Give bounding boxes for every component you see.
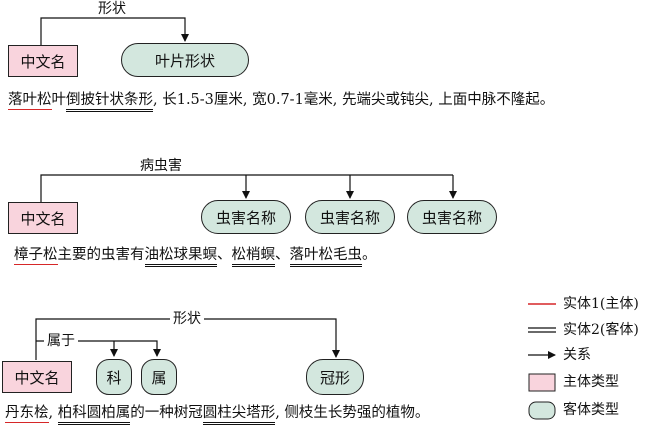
sentence-text: 、 — [275, 247, 290, 263]
entity2-pest-2: 松梢螟 — [231, 247, 275, 267]
legend-subject-swatch — [528, 373, 556, 392]
object-type-box-genus: 属 — [141, 359, 177, 395]
entity1-juniper: 丹东桧 — [5, 405, 49, 423]
entity2-genus: 圆柏属 — [86, 405, 131, 425]
object-type-box-pest-1: 虫害名称 — [201, 200, 291, 234]
legend-object-type-label: 客体类型 — [563, 402, 619, 418]
relation-label-shape-1: 形状 — [96, 1, 128, 17]
sentence-1: 落叶松叶倒披针状条形, 长1.5-3厘米, 宽0.7-1毫米, 先端尖或钝尖, … — [8, 91, 555, 112]
object-type-box-family: 科 — [96, 359, 132, 395]
entity2-pest-3: 落叶松毛虫 — [289, 247, 362, 267]
object-type-box-leaf-shape: 叶片形状 — [121, 43, 249, 77]
object-type-box-pest-2: 虫害名称 — [305, 200, 395, 234]
sentence-text: , 长1.5-3厘米, 宽0.7-1毫米, 先端尖或钝尖, 上面中脉不隆起。 — [153, 92, 555, 108]
subject-type-box-3: 中文名 — [2, 361, 72, 393]
sentence-2: 樟子松主要的虫害有油松球果螟、松梢螟、落叶松毛虫。 — [14, 246, 377, 267]
entity1-mongolian-pine: 樟子松 — [14, 247, 58, 265]
sentence-text: , — [48, 405, 58, 421]
sentence-text: 。 — [362, 247, 377, 263]
relation-label-pest: 病虫害 — [138, 158, 184, 174]
sentence-text: 、 — [217, 247, 232, 263]
sentence-text: 叶 — [51, 92, 67, 108]
entity2-crown-shape: 圆柱尖塔形 — [202, 405, 276, 425]
entity2-leaf-shape: 倒披针状条形 — [66, 92, 153, 112]
relation-line-shape-1 — [40, 17, 189, 45]
object-type-box-pest-3: 虫害名称 — [407, 200, 497, 234]
subject-type-box-1: 中文名 — [8, 45, 78, 77]
legend-relation-label: 关系 — [563, 347, 591, 363]
entity2-family: 柏科 — [57, 405, 87, 425]
sentence-text: 主要的虫害有 — [57, 247, 145, 263]
sentence-3: 丹东桧, 柏科圆柏属的一种树冠圆柱尖塔形, 侧枝生长势强的植物。 — [5, 404, 430, 425]
relation-line-pest — [40, 174, 453, 202]
legend-subject-type-label: 主体类型 — [563, 374, 619, 390]
sentence-text: 的一种树冠 — [130, 405, 203, 421]
relation-label-belongs: 属于 — [44, 333, 78, 349]
entity1-larch: 落叶松 — [8, 92, 52, 110]
entity2-pest-1: 油松球果螟 — [144, 247, 217, 267]
subject-type-box-2: 中文名 — [8, 202, 78, 234]
legend-entity2-label: 实体2(客体) — [563, 322, 639, 338]
object-type-box-crown-shape: 冠形 — [306, 359, 364, 395]
relation-label-shape-3: 形状 — [170, 311, 204, 327]
legend-object-swatch — [528, 401, 556, 420]
sentence-text: , 侧枝生长势强的植物。 — [275, 405, 430, 421]
legend-entity1-label: 实体1(主体) — [563, 296, 639, 312]
